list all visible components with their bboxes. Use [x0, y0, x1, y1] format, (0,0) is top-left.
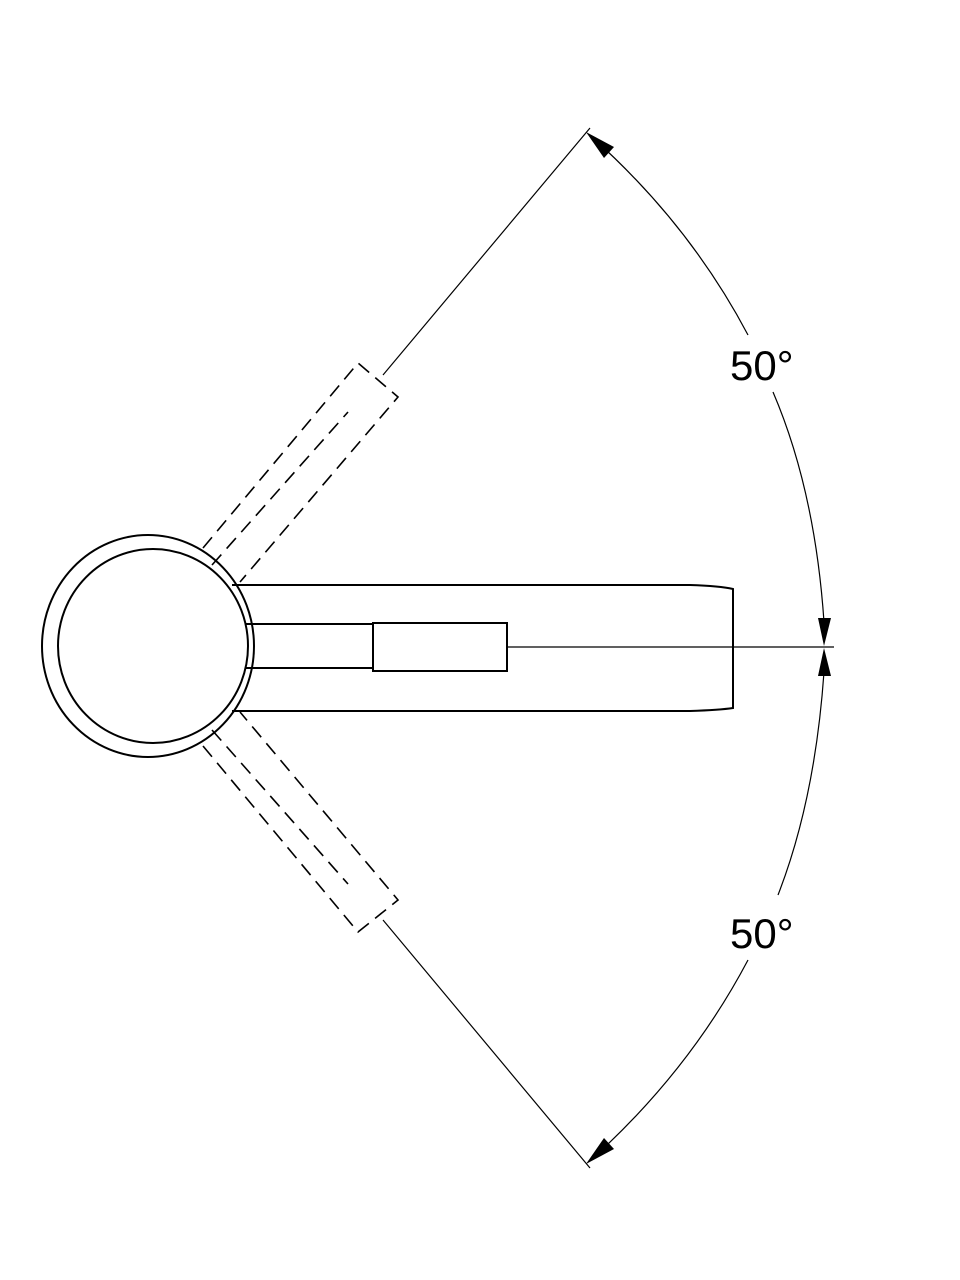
- upper-arc-end-arrow: [818, 618, 831, 646]
- spout-center-position: [232, 584, 734, 712]
- lower-dashed-outline: [202, 711, 400, 934]
- lower-arc-segment-b: [592, 959, 749, 1159]
- lower-angle-label: 50°: [730, 910, 794, 957]
- lower-arc-start-arrow: [818, 648, 831, 676]
- lower-arc-segment-a: [777, 671, 825, 896]
- aerator-block: [372, 622, 508, 672]
- lower-angle-dimension: 50°: [586, 648, 831, 1164]
- upper-arc-segment-a: [592, 137, 749, 336]
- upper-angle-dimension: 50°: [586, 132, 831, 646]
- upper-arc-start-arrow: [586, 132, 614, 158]
- spout-lower-position: [202, 711, 591, 1169]
- lower-arc-end-arrow: [586, 1138, 614, 1164]
- upper-dashed-inner: [211, 411, 349, 566]
- lower-extension-line: [382, 919, 591, 1169]
- spout-outline: [232, 584, 734, 712]
- base-outer-circle: [41, 534, 255, 758]
- faucet-base: [41, 534, 255, 758]
- upper-arc-segment-b: [772, 391, 825, 623]
- lower-dashed-inner: [211, 729, 349, 885]
- upper-extension-line: [382, 127, 591, 376]
- upper-angle-label: 50°: [730, 342, 794, 389]
- upper-dashed-outline: [202, 361, 400, 583]
- spout-upper-position: [202, 127, 591, 583]
- base-inner-circle: [57, 548, 249, 744]
